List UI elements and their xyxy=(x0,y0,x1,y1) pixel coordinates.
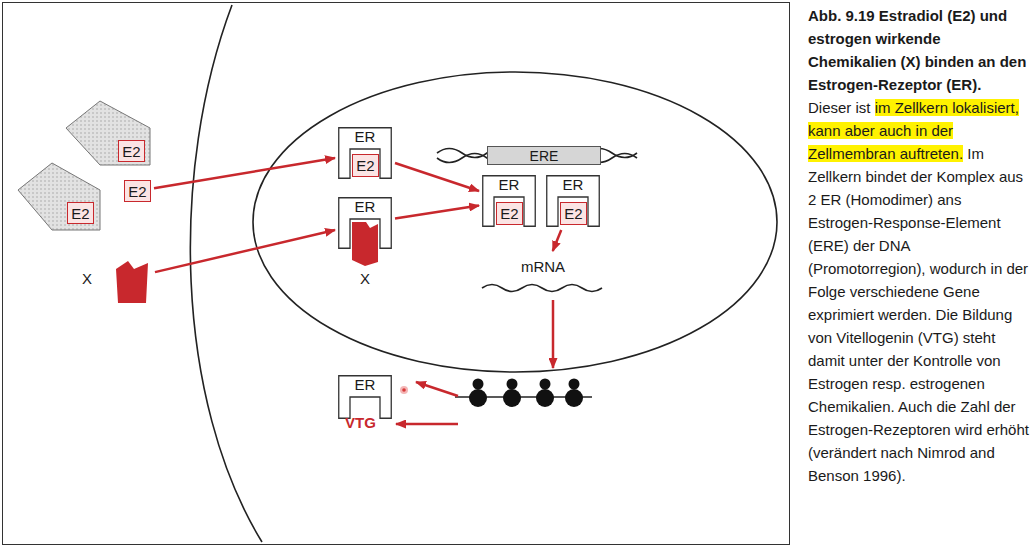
receptor-label: ER xyxy=(355,198,376,215)
ligand-label: E2 xyxy=(71,205,89,222)
receptor-shape: ERX xyxy=(338,197,392,249)
estradiol-box: E2 xyxy=(124,180,151,202)
ligand-label: E2 xyxy=(356,157,374,174)
arrow xyxy=(416,382,458,396)
product-label: VTG xyxy=(345,414,376,431)
receptor-header: ER xyxy=(338,197,392,217)
receptor-shape: ER E2 xyxy=(482,175,536,227)
arrow xyxy=(553,230,562,251)
ribosomes xyxy=(469,379,583,408)
arrow xyxy=(396,423,458,426)
caption-block: Abb. 9.19 Estradiol (E2) und estrogen wi… xyxy=(808,4,1030,487)
dot xyxy=(400,386,408,394)
arrow xyxy=(154,158,335,188)
caption-part: Im Zellkern bindet der Komplex aus 2 ER … xyxy=(808,145,1029,484)
chemical-label: X xyxy=(82,270,92,287)
mrna: mRNA xyxy=(478,254,608,296)
mrna-label-wrap: mRNA xyxy=(478,254,608,276)
element-label: ERE xyxy=(530,148,559,164)
cell-membrane xyxy=(190,5,262,542)
receptor-shape: ER xyxy=(338,375,392,419)
chemical-x: X xyxy=(352,222,378,288)
estradiol-box: E2 xyxy=(496,202,523,225)
response-element: ERE xyxy=(487,146,601,165)
ligand-label: E2 xyxy=(500,205,518,222)
receptor-label: ER xyxy=(499,176,520,193)
chemical-label-wrap: X xyxy=(352,270,378,288)
mrna-label: mRNA xyxy=(521,258,565,275)
carrier-protein xyxy=(18,163,100,230)
receptor-label: ER xyxy=(355,376,376,393)
receptor-header: ER xyxy=(338,127,392,147)
estradiol-box: E2 xyxy=(560,202,587,225)
arrow xyxy=(395,163,479,191)
receptor-shape: ER E2 xyxy=(546,175,600,227)
chemical-x: X xyxy=(82,258,152,304)
arrow xyxy=(155,230,335,272)
figure-caption: Dieser ist im Zellkern lokalisiert, kann… xyxy=(808,96,1030,487)
estradiol-box: E2 xyxy=(67,202,94,224)
node-shape xyxy=(114,259,150,303)
estradiol-box: E2 xyxy=(352,154,379,177)
estradiol-box: E2 xyxy=(118,140,145,162)
ligand-label: E2 xyxy=(564,205,582,222)
chemical-label-wrap: X xyxy=(82,270,92,287)
figure-title: Abb. 9.19 Estradiol (E2) und estrogen wi… xyxy=(808,4,1030,96)
receptor-shape: ER E2 xyxy=(338,127,392,179)
ligand-label: E2 xyxy=(128,183,146,200)
caption-part: Dieser ist xyxy=(808,99,875,116)
arrow xyxy=(552,300,555,368)
receptor-header: ER xyxy=(338,375,392,395)
ligand-label: E2 xyxy=(122,143,140,160)
carrier-protein xyxy=(66,101,150,165)
node-shape xyxy=(352,222,378,266)
receptor-header: ER xyxy=(482,175,536,195)
arrow xyxy=(395,206,479,219)
receptor-header: ER xyxy=(546,175,600,195)
chemical-label: X xyxy=(360,270,370,287)
frame xyxy=(3,3,790,545)
receptor-label: ER xyxy=(563,176,584,193)
nucleus xyxy=(253,72,777,372)
dot xyxy=(402,388,406,392)
receptor-label: ER xyxy=(355,128,376,145)
